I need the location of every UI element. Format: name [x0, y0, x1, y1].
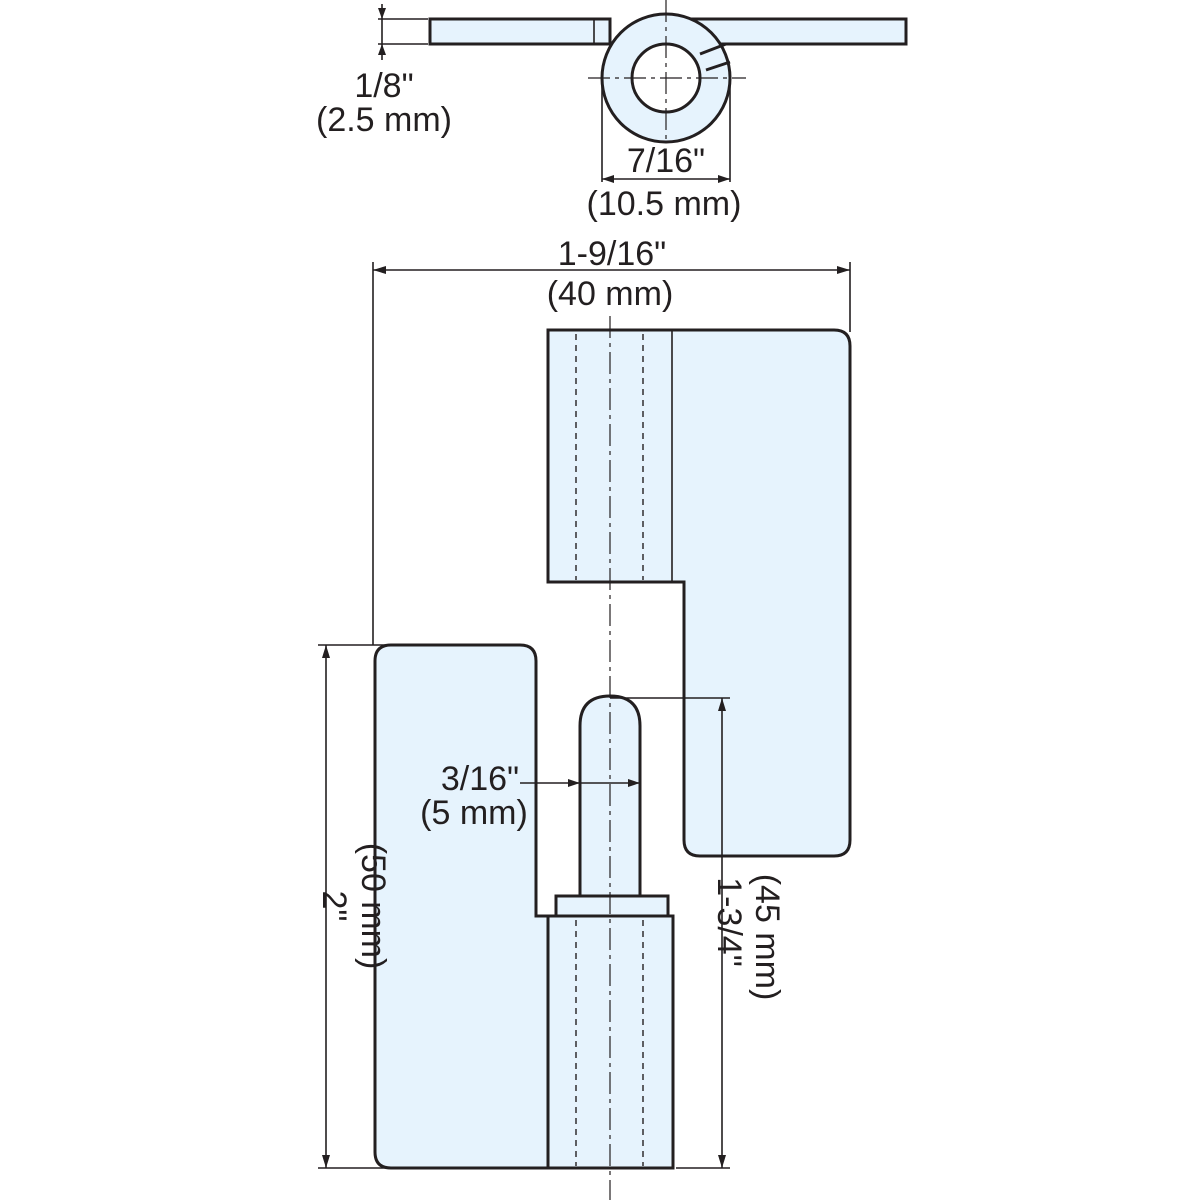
pin-height-dimension: 1-3/4" (45 mm): [610, 697, 786, 1169]
thickness-metric: (2.5 mm): [316, 101, 452, 139]
pin-dimension: 3/16" (5 mm): [420, 760, 640, 832]
front-view: 1-9/16" (40 mm) 3/16" (5 mm): [315, 235, 852, 1200]
pin-height-metric: (45 mm): [748, 874, 786, 1001]
height-dimension: 2" (50 mm): [315, 644, 392, 1169]
width-dimension: 1-9/16" (40 mm): [372, 235, 851, 645]
pin-imperial: 3/16": [441, 760, 519, 798]
thickness-imperial: 1/8": [354, 67, 413, 105]
lower-leaf: [373, 643, 550, 1170]
width-imperial: 1-9/16": [558, 235, 666, 273]
pin-collar: [554, 894, 670, 918]
knuckle-dimension: 7/16" (10.5 mm): [587, 80, 742, 223]
height-metric: (50 mm): [354, 843, 392, 970]
upper-leaf: [546, 328, 852, 858]
knuckle-metric: (10.5 mm): [587, 185, 742, 223]
knuckle-imperial: 7/16": [627, 142, 705, 180]
pin-height-imperial: 1-3/4": [710, 877, 748, 967]
thickness-dimension: 1/8" (2.5 mm): [316, 4, 452, 139]
top-knuckle-split: [699, 42, 731, 72]
top-left-leaf: [428, 17, 612, 46]
top-view: 1/8" (2.5 mm) 7/16" (10.5 mm): [316, 0, 908, 223]
width-metric: (40 mm): [547, 275, 674, 313]
pin-metric: (5 mm): [420, 794, 528, 832]
height-imperial: 2": [315, 891, 353, 922]
